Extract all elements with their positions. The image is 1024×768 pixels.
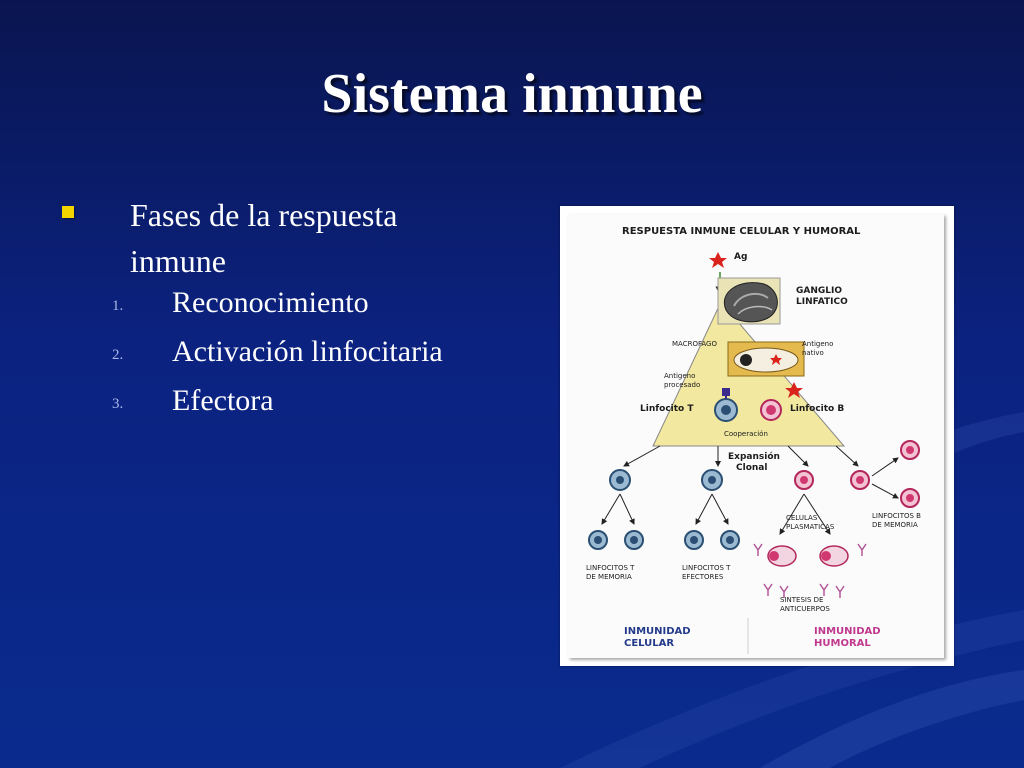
list-number: 2. [112, 347, 124, 363]
diagram-graphics [588, 252, 920, 654]
antigeno-nativo-label-2: nativo [802, 349, 824, 357]
sintesis-label-1: SINTESIS DE [780, 596, 824, 604]
list-text: Reconocimiento [172, 286, 369, 319]
bullet-item: Fases de la respuesta inmune [62, 192, 492, 284]
t-cell-icon [701, 469, 723, 491]
slide-title: Sistema inmune [321, 63, 703, 125]
b-cell-icon [760, 399, 782, 421]
inmunidad-celular-label-2: CELULAR [624, 638, 675, 649]
immune-response-figure: RESPUESTA INMUNE CELULAR Y HUMORAL Ag GA… [560, 206, 954, 666]
cooperacion-label: Cooperación [724, 430, 768, 438]
t-cell-icon [624, 530, 644, 550]
antigeno-procesado-label-2: procesado [664, 381, 701, 389]
inmunidad-celular-label-1: INMUNIDAD [624, 626, 691, 637]
linfocitos-b-memoria-label-1: LINFOCITOS B [872, 512, 921, 520]
t-cell-icon [684, 530, 704, 550]
plasma-cell-icon [819, 545, 849, 567]
inmunidad-humoral-label-1: INMUNIDAD [814, 626, 881, 637]
b-cell-icon [900, 440, 920, 460]
b-cell-icon [900, 488, 920, 508]
linfocitos-t-memoria-label-1: LINFOCITOS T [586, 564, 635, 572]
celulas-plasmaticas-label-2: PLASMATICAS [786, 523, 835, 531]
sintesis-label-2: ANTICUERPOS [780, 605, 830, 613]
t-cell-icon [720, 530, 740, 550]
linfocito-t-label: Linfocito T [640, 404, 694, 414]
bullet-text: Fases de la respuesta inmune [130, 197, 398, 279]
ganglio-label-1: GANGLIO [796, 286, 843, 296]
inmunidad-humoral-label-2: HUMORAL [814, 638, 871, 649]
antigeno-nativo-label-1: Antigeno [802, 340, 834, 348]
linfocitos-b-memoria-label-2: DE MEMORIA [872, 521, 918, 529]
t-cell-icon [609, 469, 631, 491]
list-text: Activación linfocitaria [172, 335, 443, 368]
list-text: Efectora [172, 384, 274, 417]
lymph-node-icon [717, 277, 781, 325]
linfocitos-t-memoria-label-2: DE MEMORIA [586, 573, 632, 581]
list-number: 3. [112, 396, 124, 412]
diagram-title: RESPUESTA INMUNE CELULAR Y HUMORAL [622, 226, 861, 237]
antibody-icon [753, 543, 867, 598]
expansion-label-1: Expansión [728, 452, 780, 462]
ag-label: Ag [734, 252, 748, 262]
b-cell-icon [850, 470, 870, 490]
plasma-cell-icon [767, 545, 797, 567]
linfocitos-t-efectores-label-1: LINFOCITOS T [682, 564, 731, 572]
figure-canvas: RESPUESTA INMUNE CELULAR Y HUMORAL Ag GA… [568, 214, 944, 658]
macrofago-label: MACROFAGO [672, 340, 717, 348]
linfocitos-t-efectores-label-2: EFECTORES [682, 573, 724, 581]
t-cell-icon [714, 388, 738, 422]
expansion-label-2: Clonal [736, 463, 768, 473]
ganglio-label-2: LINFATICO [796, 297, 848, 307]
macrophage-icon [727, 341, 805, 377]
b-cell-icon [794, 470, 814, 490]
star-icon [709, 252, 727, 268]
celulas-plasmaticas-label-1: CELULAS [786, 514, 818, 522]
square-bullet-icon [62, 206, 74, 218]
t-cell-icon [588, 530, 608, 550]
linfocito-b-label: Linfocito B [790, 404, 845, 414]
list-number: 1. [112, 298, 124, 314]
antigeno-procesado-label-1: Antigeno [664, 372, 696, 380]
